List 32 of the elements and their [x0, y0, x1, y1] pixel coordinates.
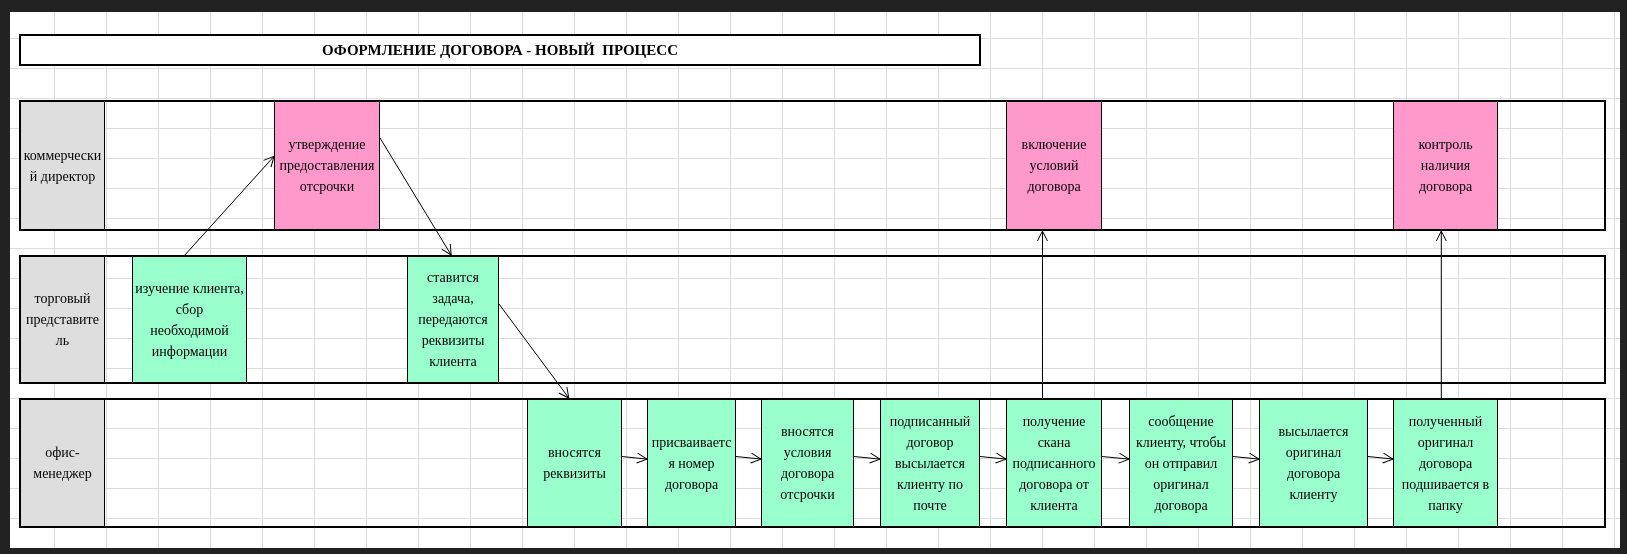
arrow	[184, 155, 275, 256]
process-box: вносятся условия договора отсрочки	[761, 400, 854, 526]
process-box: утверждение предоставления отсрочки	[274, 102, 380, 229]
title-banner: ОФОРМЛЕНИЕ ДОГОВОРА - НОВЫЙ ПРОЦЕСС	[19, 34, 981, 66]
arrow	[379, 137, 452, 256]
process-box: изучение клиента, сбор необходимой информации	[132, 257, 247, 382]
arrow	[621, 452, 648, 464]
swimlane	[19, 255, 1606, 384]
lane-label: коммерческий директор	[21, 102, 105, 229]
process-box: высылается оригинал договора клиенту	[1259, 400, 1368, 526]
arrow	[1232, 452, 1260, 464]
arrow	[498, 303, 570, 399]
arrow	[853, 452, 881, 464]
swimlane	[19, 398, 1606, 528]
arrow	[1367, 452, 1394, 464]
process-box: включение условий договора	[1006, 102, 1102, 229]
lane-label: торговый представитель	[21, 257, 105, 382]
process-box: получение скана подписанного договора от клиента	[1006, 400, 1102, 526]
process-box: присваивается номер договора	[647, 400, 736, 526]
arrow	[1037, 230, 1048, 399]
lane-label: офис-менеджер	[21, 400, 105, 526]
process-box: вносятся реквизиты	[527, 400, 622, 526]
arrow	[735, 452, 762, 464]
arrow	[1101, 452, 1130, 464]
arrow	[979, 452, 1007, 464]
swimlane	[19, 100, 1606, 231]
arrow	[1435, 230, 1447, 399]
process-box: полученный оригинал договора подшивается в папку	[1393, 400, 1498, 526]
process-box: сообщение клиенту, чтобы он отправил оригинал договора	[1129, 400, 1233, 526]
process-box: подписанный договор высылается клиенту по почте	[880, 400, 980, 526]
process-box: ставится задача, передаются реквизиты клиента	[407, 257, 499, 382]
process-box: контроль наличия договора	[1393, 102, 1498, 229]
